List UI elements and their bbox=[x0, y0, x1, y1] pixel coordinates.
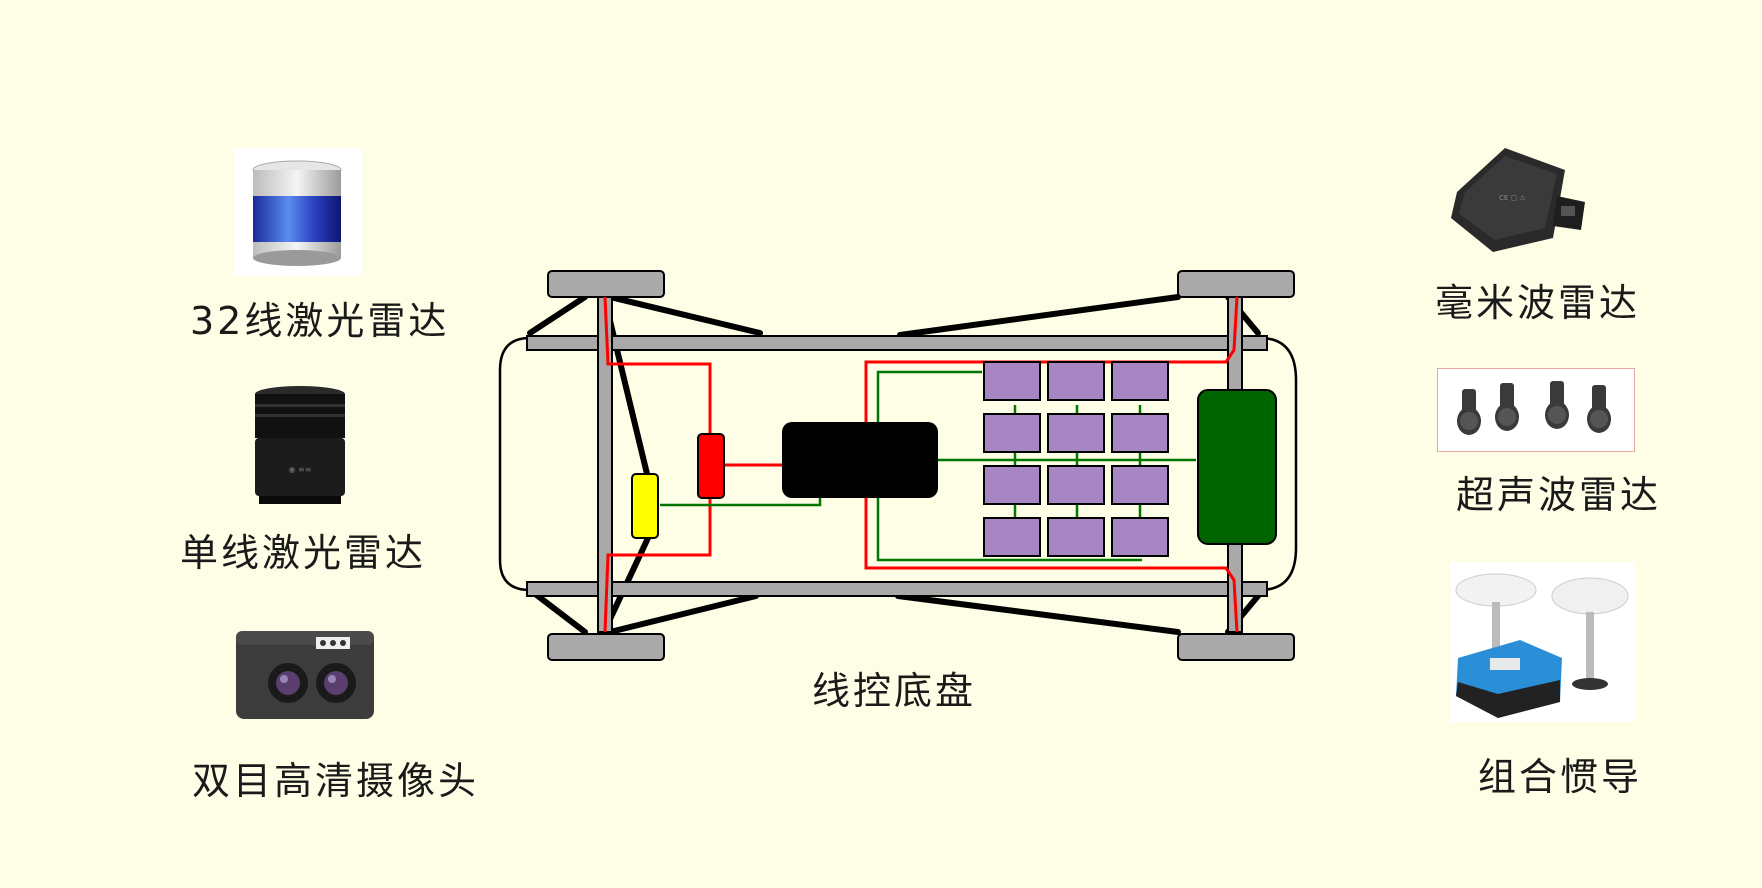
lidar-single-image: ◉ ≡≡ bbox=[245, 382, 355, 508]
stereo-camera-icon bbox=[236, 631, 374, 719]
svg-text:◉ ≡≡: ◉ ≡≡ bbox=[289, 465, 312, 474]
chassis-label: 线控底盘 bbox=[812, 669, 977, 713]
wheel-front-left bbox=[547, 270, 665, 298]
mmwave-radar-image: CE ▢ ⚠ bbox=[1445, 140, 1593, 258]
wheel-rear-left bbox=[1177, 270, 1295, 298]
wheel-rear-right bbox=[1177, 633, 1295, 661]
mmwave-radar-icon: CE ▢ ⚠ bbox=[1451, 148, 1585, 252]
mmwave-radar-label: 毫米波雷达 bbox=[1435, 281, 1641, 325]
frame-rail-top bbox=[526, 335, 1268, 351]
front-axle bbox=[597, 295, 613, 633]
lidar-32-image bbox=[233, 148, 361, 276]
battery-pack bbox=[983, 361, 1169, 557]
gnss-ins-image bbox=[1450, 562, 1636, 722]
vehicle-controller bbox=[782, 422, 938, 498]
ins-label: 组合惯导 bbox=[1478, 755, 1643, 799]
lidar-single-icon: ◉ ≡≡ bbox=[255, 386, 345, 504]
ultrasonic-radar-icon bbox=[1457, 381, 1611, 435]
wheel-front-right bbox=[547, 633, 665, 661]
brake-module bbox=[697, 433, 725, 499]
frame-rail-bottom bbox=[526, 581, 1268, 597]
stereo-camera-label: 双目高清摄像头 bbox=[192, 759, 480, 803]
stereo-camera-image bbox=[232, 625, 378, 725]
ultrasonic-radar-label: 超声波雷达 bbox=[1456, 473, 1662, 517]
lidar-32-icon bbox=[252, 160, 342, 266]
gnss-ins-icon bbox=[1455, 573, 1629, 718]
ultrasonic-radar-image bbox=[1437, 368, 1635, 452]
lidar-single-label: 单线激光雷达 bbox=[180, 531, 427, 575]
drive-motor bbox=[1197, 389, 1277, 545]
svg-text:CE ▢ ⚠: CE ▢ ⚠ bbox=[1499, 194, 1526, 202]
lidar-32-label: 32线激光雷达 bbox=[190, 299, 450, 343]
steering-module bbox=[631, 473, 659, 539]
